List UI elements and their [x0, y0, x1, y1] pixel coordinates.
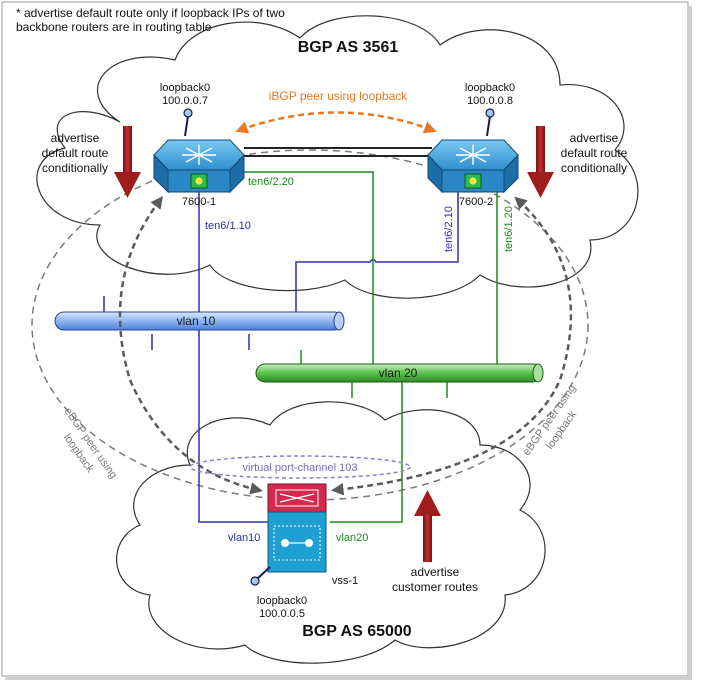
switch-ports-icon	[281, 539, 313, 547]
ibgp-arrow	[235, 111, 437, 134]
left-advertise-line-2: default route	[42, 146, 109, 160]
router-7600-1[interactable]	[153, 108, 245, 194]
vss-loopback-ip: 100.0.0.5	[259, 608, 305, 620]
router-7600-2[interactable]	[427, 108, 519, 194]
ibgp-label: iBGP peer using loopback	[269, 89, 409, 103]
iface-right-ten6-1-20: ten6/1.20	[503, 206, 515, 252]
right-advertise-line-2: default route	[561, 146, 628, 160]
left-loopback-label: loopback0	[160, 82, 210, 94]
virtual-port-channel-ellipse	[189, 455, 411, 479]
note-line-2: backbone routers are in routing table	[16, 20, 212, 34]
vlan10-label: vlan 10	[177, 314, 216, 328]
iface-left-ten6-1-10: ten6/1.10	[205, 220, 251, 232]
advertise-arrow-left	[114, 126, 141, 198]
note-line-1: * advertise default route only if loopba…	[16, 6, 285, 20]
switch-fabric-icon	[279, 493, 315, 503]
vss-switch[interactable]	[250, 483, 327, 586]
router-right-name: 7600-2	[459, 196, 493, 208]
as-top-title: BGP AS 3561	[298, 39, 399, 56]
left-advertise-line-1: advertise	[51, 131, 100, 145]
loopback-port-icon	[485, 108, 495, 118]
right-advertise-line-3: conditionally	[561, 161, 627, 175]
port-channel-label: virtual port-channel 103	[243, 462, 358, 474]
router-switch-icon	[456, 145, 490, 165]
vss-vlan10-label: vlan10	[228, 532, 260, 544]
right-loopback-ip: 100.0.0.8	[467, 95, 513, 107]
router-left-name: 7600-1	[182, 196, 216, 208]
advertise-arrow-right	[527, 126, 554, 198]
vss-vlan20-label: vlan20	[336, 532, 368, 544]
vss-advertise-line-2: customer routes	[392, 580, 478, 594]
left-advertise-line-3: conditionally	[42, 161, 108, 175]
as-bottom-title: BGP AS 65000	[302, 623, 412, 640]
router-interconnect	[244, 147, 432, 157]
loopback-port-icon	[250, 576, 260, 586]
right-loopback-label: loopback0	[465, 82, 515, 94]
ebgp-arrow-right	[331, 196, 573, 496]
advertise-arrow-up	[414, 490, 441, 562]
iface-right-ten6-2-10: ten6/2.10	[443, 206, 455, 252]
vss-loopback-label: loopback0	[257, 595, 307, 607]
right-advertise-line-1: advertise	[570, 131, 619, 145]
loopback-port-icon	[183, 108, 193, 118]
router-switch-icon	[182, 145, 216, 165]
vlan20-label: vlan 20	[379, 366, 418, 380]
vss-advertise-line-1: advertise	[411, 565, 460, 579]
vss-name: vss-1	[332, 575, 358, 587]
left-loopback-ip: 100.0.0.7	[162, 95, 208, 107]
iface-left-ten6-2-20: ten6/2.20	[248, 176, 294, 188]
